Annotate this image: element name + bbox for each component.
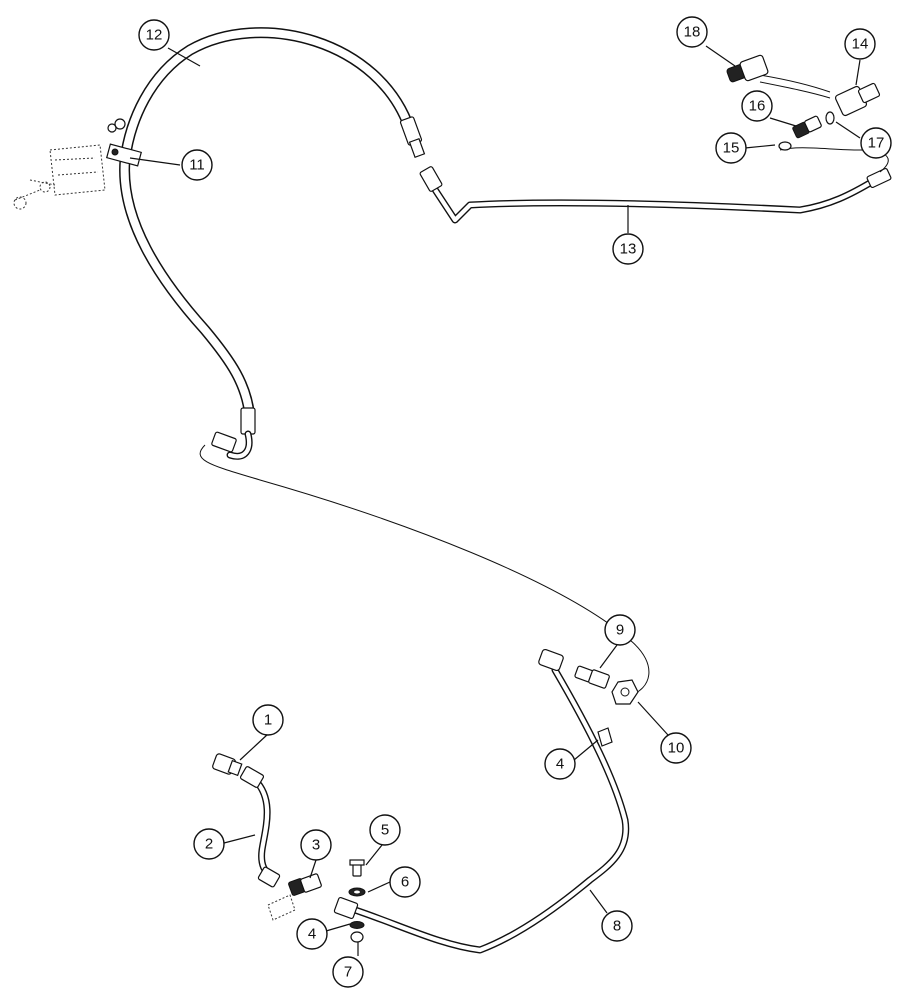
svg-text:5: 5 [381,822,389,839]
svg-text:2: 2 [205,836,213,853]
svg-text:14: 14 [852,36,869,53]
hose-12 [119,27,416,426]
mounting-bracket [13,118,126,210]
fitting-16 [792,115,822,139]
svg-text:3: 3 [312,837,320,854]
svg-text:16: 16 [749,98,766,115]
callout-8: 8 [601,910,633,942]
o-ring-17 [825,111,835,125]
callout-3: 3 [300,829,332,861]
svg-text:7: 7 [344,964,352,981]
callout-12: 12 [138,19,170,51]
fitting-18 [726,54,769,83]
callout-4-upper: 4 [544,748,576,780]
clamp-11 [105,143,143,167]
callout-7: 7 [332,956,364,988]
callout-17: 17 [860,127,892,159]
svg-text:9: 9 [616,622,624,639]
callout-16: 16 [741,90,773,122]
callout-6: 6 [389,866,421,898]
callout-10: 10 [660,732,692,764]
callout-5: 5 [369,814,401,846]
callout-2: 2 [193,828,225,860]
fitting-14 [834,82,881,117]
svg-text:13: 13 [620,241,637,258]
fitting-1 [212,753,243,777]
routing-line [199,444,650,696]
callout-11: 11 [181,149,213,181]
svg-text:4: 4 [308,926,316,943]
callout-4-lower: 4 [296,918,328,950]
tube-2 [239,766,281,888]
o-ring-15 [778,141,792,151]
svg-text:18: 18 [684,24,701,41]
callout-9: 9 [604,614,636,646]
fitting-9 [574,665,610,689]
hose-end-fitting-lower [211,407,256,460]
nut-10 [611,679,639,705]
routing-line-upper [779,147,889,173]
nut-7 [350,931,364,943]
svg-text:10: 10 [668,740,685,757]
washer-lower-4 [349,921,365,929]
callout-18: 18 [676,16,708,48]
svg-text:11: 11 [189,157,205,174]
callout-15: 15 [715,132,747,164]
callout-13: 13 [612,233,644,265]
svg-text:12: 12 [146,27,163,44]
svg-text:15: 15 [723,140,740,157]
leader-lines [129,45,861,956]
callout-14: 14 [844,28,876,60]
svg-text:4: 4 [556,756,564,773]
svg-text:1: 1 [264,712,272,729]
washer-6 [348,887,366,897]
callout-1: 1 [252,704,284,736]
hose-end-fitting-upper [399,116,426,158]
bolt-5 [349,859,365,877]
tube-13 [419,166,892,224]
svg-text:17: 17 [868,135,885,152]
fitting-3 [267,873,322,921]
tube-8 [333,648,630,954]
svg-text:8: 8 [613,918,621,935]
svg-text:6: 6 [401,874,409,891]
